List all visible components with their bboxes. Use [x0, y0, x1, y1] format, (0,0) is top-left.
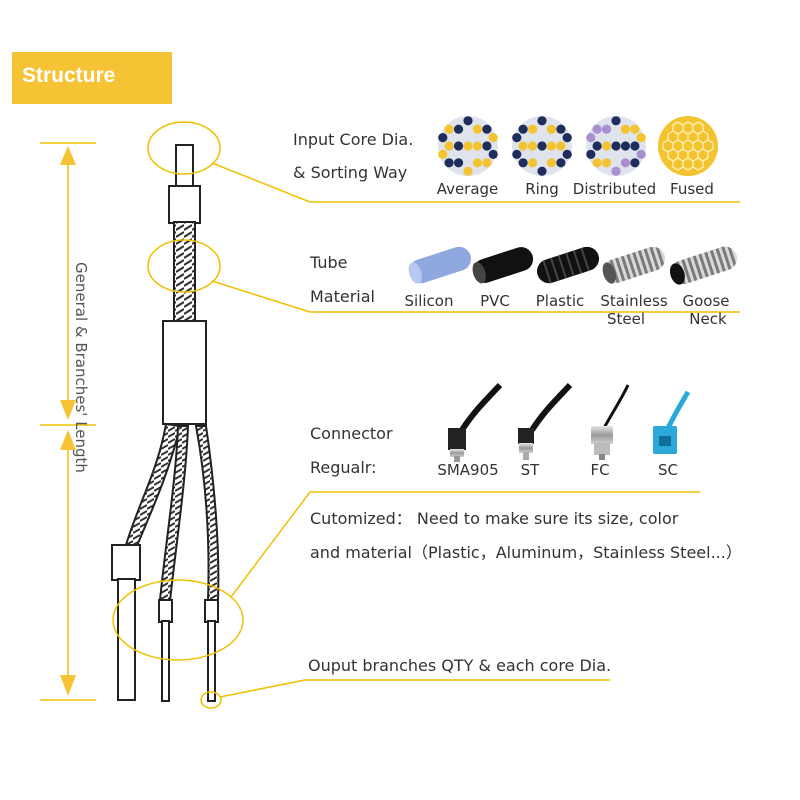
core-label-line1: Input Core Dia. [293, 130, 414, 149]
tube-caption-neck: Neck [689, 310, 727, 328]
section-title: Structure [22, 64, 116, 87]
fiber-cable-drawing [111, 144, 220, 702]
tube-caption-stainless: Stainless [600, 292, 668, 310]
fused-core-icon [658, 116, 718, 176]
connector-caption-st: ST [520, 461, 540, 479]
sc-connector-icon [653, 390, 691, 454]
tube-caption-steel: Steel [606, 310, 646, 328]
core-caption-average: Average [436, 180, 499, 198]
tube-caption-plastic: Plastic [535, 292, 585, 310]
tube-caption-pvc: PVC [480, 292, 510, 310]
core-label-line2: & Sorting Way [293, 163, 408, 182]
tube-caption-silicon: Silicon [404, 292, 454, 310]
core-sorting-icons [438, 116, 718, 176]
tube-label-line1: Tube [310, 253, 348, 272]
silicon-tube-icon [408, 246, 472, 284]
connector-label-line2: Regualr: [310, 458, 377, 477]
pvc-tube-icon [472, 247, 534, 284]
plastic-corrugated-tube-icon [536, 246, 600, 284]
connector-caption-sc: SC [658, 461, 678, 479]
length-label: General & Branches' Length [72, 262, 90, 473]
fc-connector-icon [591, 384, 630, 460]
connector-label-line1: Connector [310, 424, 393, 443]
sma905-connector-icon [448, 382, 503, 462]
tube-caption-goose: Goose [682, 292, 730, 310]
callout-lines [112, 121, 740, 709]
connector-caption-fc: FC [590, 461, 610, 479]
section-banner: Structure [12, 52, 172, 104]
average-core-icon [438, 116, 498, 176]
tube-label-line2: Material [310, 287, 375, 306]
core-caption-fused: Fused [670, 180, 714, 198]
custom-note-line2: and material（Plastic，Aluminum，Stainless … [310, 543, 742, 562]
ring-core-icon [512, 116, 572, 176]
custom-note-line1: Cutomized： Need to make sure its size, c… [310, 509, 679, 528]
stainless-steel-tube-icon [602, 246, 666, 284]
connector-caption-sma905: SMA905 [437, 461, 499, 479]
output-label: Ouput branches QTY & each core Dia. [308, 656, 612, 675]
connector-icons [448, 382, 691, 462]
gooseneck-tube-icon [669, 246, 737, 285]
core-caption-ring: Ring [525, 180, 559, 198]
length-dimension-arrows [40, 142, 96, 701]
core-caption-distributed: Distributed [572, 180, 657, 198]
st-connector-icon [518, 382, 573, 460]
tube-material-icons [408, 246, 737, 285]
distributed-core-icon [586, 116, 646, 176]
